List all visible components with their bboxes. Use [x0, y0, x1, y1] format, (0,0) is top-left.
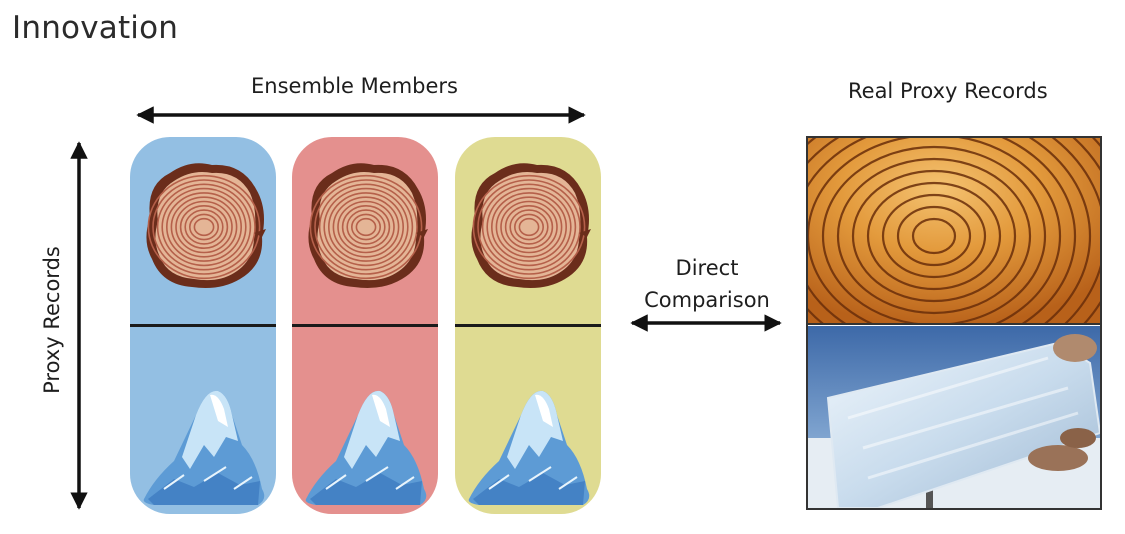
real-proxy-photos: [806, 136, 1102, 510]
tree-ring-photo: [808, 138, 1100, 324]
member-icons: [468, 163, 591, 505]
member-divider: [130, 324, 276, 327]
direct-comparison-line2: Comparison: [644, 288, 770, 312]
direct-comparison-label: Direct Comparison: [628, 252, 786, 316]
tree-rings-icon: [471, 163, 591, 288]
photo-svg: [808, 138, 1100, 508]
ensemble-member-1: [130, 137, 276, 514]
page-title: Innovation: [12, 10, 179, 46]
tree-rings-icon: [308, 163, 428, 288]
ensemble-member-3: [455, 137, 601, 514]
member-divider: [455, 324, 601, 327]
member-icons: [143, 163, 266, 505]
ice-iceberg-icon: [468, 390, 590, 505]
ensemble-members-label: Ensemble Members: [251, 74, 458, 98]
real-proxy-records-label: Real Proxy Records: [848, 79, 1048, 103]
ice-core-photo: [808, 326, 1100, 508]
tree-rings-icon: [146, 163, 266, 288]
ensemble-member-2: [292, 137, 438, 514]
ice-iceberg-icon: [305, 390, 427, 505]
member-icons: [305, 163, 428, 505]
direct-comparison-line1: Direct: [675, 256, 739, 280]
ice-iceberg-icon: [143, 390, 265, 505]
member-divider: [292, 324, 438, 327]
